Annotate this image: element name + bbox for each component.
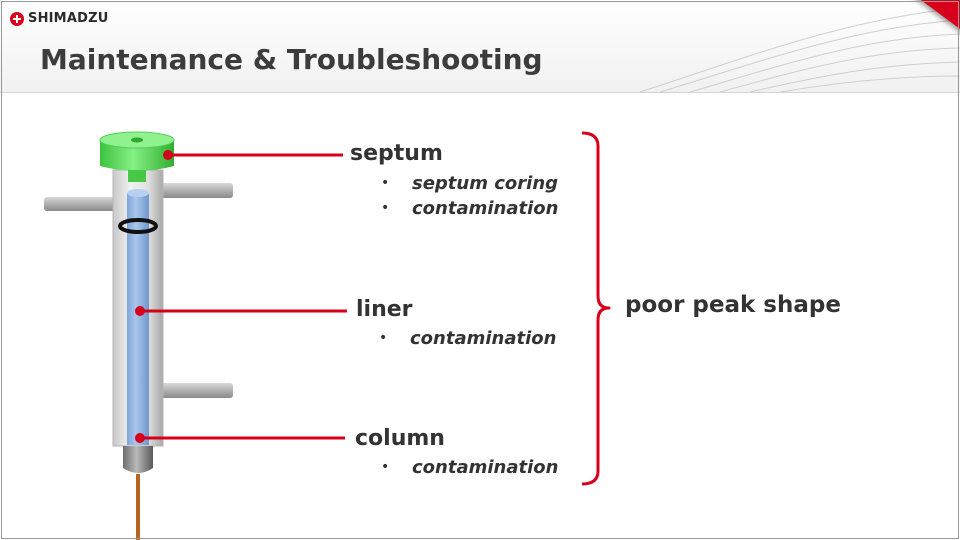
right-pipe-top xyxy=(158,183,233,198)
o-ring-icon xyxy=(118,218,158,234)
bullet-marker: • xyxy=(381,175,390,191)
shimadzu-logo-icon xyxy=(10,11,24,26)
septum-label: septum xyxy=(350,141,443,166)
callout-liner xyxy=(135,306,347,316)
curly-brace-icon xyxy=(581,131,611,486)
header-decoration-lines xyxy=(639,7,960,92)
bullet-marker: • xyxy=(379,330,388,346)
brand-name: SHIMADZU xyxy=(28,11,109,26)
column-wire xyxy=(136,474,140,540)
septum-issue-coring: septum coring xyxy=(412,173,559,194)
bullet-marker: • xyxy=(381,459,390,475)
header-bar: SHIMADZU Maintenance & Troubleshooting xyxy=(0,0,960,93)
page-title: Maintenance & Troubleshooting xyxy=(40,43,543,76)
septum-issue-contamination: contamination xyxy=(412,198,559,219)
septum-icon xyxy=(99,131,175,182)
liner-icon xyxy=(127,189,149,445)
column-nut xyxy=(123,446,153,473)
callout-septum xyxy=(163,150,343,160)
left-pipe xyxy=(44,197,118,211)
column-issue-contamination: contamination xyxy=(412,457,559,478)
result-label: poor peak shape xyxy=(625,292,841,318)
shimadzu-logo: SHIMADZU xyxy=(10,11,108,26)
callout-column xyxy=(135,433,345,443)
liner-label: liner xyxy=(356,297,413,322)
bullet-marker: • xyxy=(381,200,390,216)
column-label: column xyxy=(355,426,445,451)
liner-issue-contamination: contamination xyxy=(410,328,557,349)
right-pipe-bottom xyxy=(158,383,233,398)
